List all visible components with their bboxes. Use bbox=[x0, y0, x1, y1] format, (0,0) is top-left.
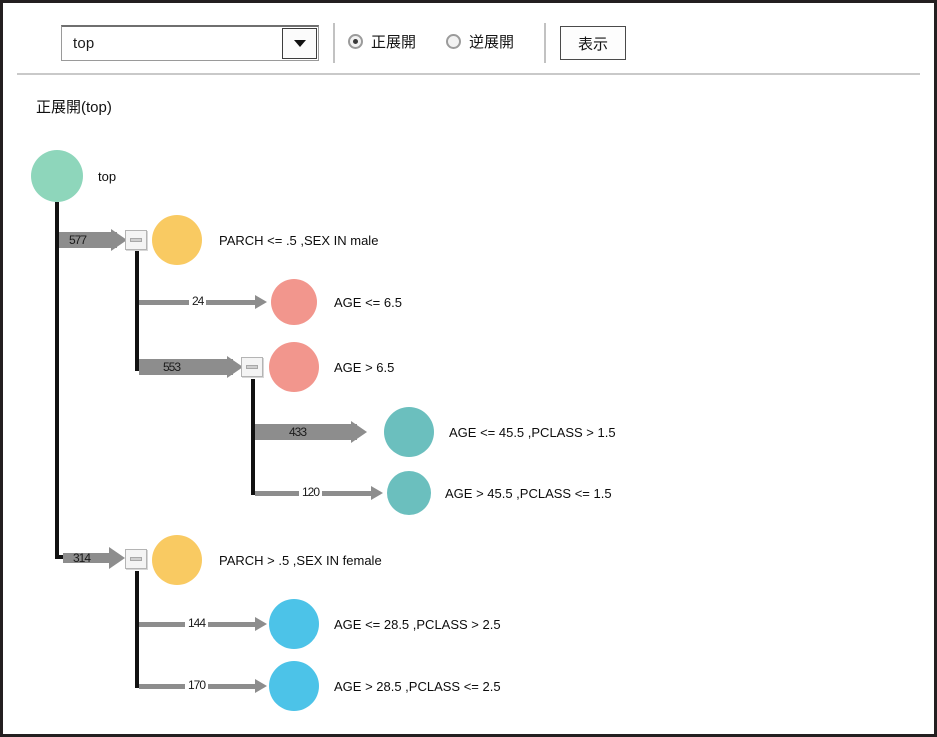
trunk-n6 bbox=[135, 571, 139, 688]
tree-node-n1-label: PARCH <= .5 ,SEX IN male bbox=[219, 233, 379, 248]
toolbar-separator bbox=[17, 73, 920, 75]
edge-144-head bbox=[255, 617, 267, 631]
tree-node-n8[interactable] bbox=[269, 661, 319, 711]
radio-forward-expand-label: 正展開 bbox=[371, 34, 417, 51]
edge-314-head bbox=[109, 547, 125, 569]
tree-node-n7[interactable] bbox=[269, 599, 319, 649]
edge-433-count: 433 bbox=[289, 425, 307, 439]
edge-314-collapse-toggle[interactable] bbox=[125, 549, 147, 569]
edge-553-shaft bbox=[139, 359, 233, 375]
show-button[interactable]: 表示 bbox=[560, 26, 626, 60]
edge-170-count: 170 bbox=[185, 679, 209, 691]
radio-forward-expand[interactable]: 正展開 bbox=[348, 31, 416, 52]
edge-433-head bbox=[351, 421, 367, 443]
edge-314-shaft bbox=[63, 553, 117, 563]
tree-node-root-label: top bbox=[98, 169, 117, 184]
edge-144-count: 144 bbox=[185, 617, 209, 629]
trunk-n1 bbox=[135, 251, 139, 371]
node-select-dropdown-button[interactable] bbox=[282, 28, 317, 59]
tree-node-n4-label: AGE <= 45.5 ,PCLASS > 1.5 bbox=[449, 425, 616, 440]
tree-title: 正展開(top) bbox=[36, 99, 112, 116]
tree-node-n5[interactable] bbox=[387, 471, 431, 515]
edge-553-count: 553 bbox=[163, 360, 181, 374]
tree-node-n8-label: AGE > 28.5 ,PCLASS <= 2.5 bbox=[334, 679, 501, 694]
radio-reverse-expand-dot[interactable] bbox=[446, 34, 461, 49]
tree-node-n4[interactable] bbox=[384, 407, 434, 457]
tree-node-n3[interactable] bbox=[269, 342, 319, 392]
edge-577-shaft bbox=[59, 232, 117, 248]
chevron-down-icon bbox=[293, 40, 306, 47]
radio-forward-expand-dot[interactable] bbox=[348, 34, 363, 49]
node-select-value: top bbox=[73, 35, 95, 52]
tree-node-n7-label: AGE <= 28.5 ,PCLASS > 2.5 bbox=[334, 617, 501, 632]
edge-577-count: 577 bbox=[69, 233, 87, 247]
toolbar-divider-2 bbox=[544, 23, 546, 63]
trunk-n3 bbox=[251, 379, 255, 495]
tree-node-root[interactable] bbox=[31, 150, 83, 202]
tree-node-n2-label: AGE <= 6.5 bbox=[334, 295, 402, 310]
edge-433-shaft bbox=[255, 424, 357, 440]
tree-canvas: 正展開(top) 577 24 553 433 120 314 bbox=[3, 71, 934, 734]
edge-314-count: 314 bbox=[73, 551, 91, 565]
toolbar-divider-1 bbox=[333, 23, 335, 63]
node-select[interactable]: top bbox=[61, 25, 319, 61]
toolbar: top 正展開 逆展開 表示 bbox=[3, 3, 934, 71]
edge-577-collapse-toggle[interactable] bbox=[125, 230, 147, 250]
tree-node-n6-label: PARCH > .5 ,SEX IN female bbox=[219, 553, 382, 568]
edge-24-count: 24 bbox=[189, 295, 207, 307]
trunk-root bbox=[55, 202, 59, 555]
tree-node-n2[interactable] bbox=[271, 279, 317, 325]
edge-120-head bbox=[371, 486, 383, 500]
tree-node-n5-label: AGE > 45.5 ,PCLASS <= 1.5 bbox=[445, 486, 612, 501]
trunk-root-elbow bbox=[55, 555, 69, 559]
tree-node-n6[interactable] bbox=[152, 535, 202, 585]
edge-120-count: 120 bbox=[299, 486, 323, 498]
radio-reverse-expand[interactable]: 逆展開 bbox=[446, 31, 514, 52]
edge-170-head bbox=[255, 679, 267, 693]
edge-553-collapse-toggle[interactable] bbox=[241, 357, 263, 377]
tree-node-n3-label: AGE > 6.5 bbox=[334, 360, 395, 375]
tree-node-n1[interactable] bbox=[152, 215, 202, 265]
edge-553-head bbox=[227, 356, 243, 378]
radio-reverse-expand-label: 逆展開 bbox=[469, 34, 515, 51]
edge-577-head bbox=[111, 229, 127, 251]
edge-24-head bbox=[255, 295, 267, 309]
